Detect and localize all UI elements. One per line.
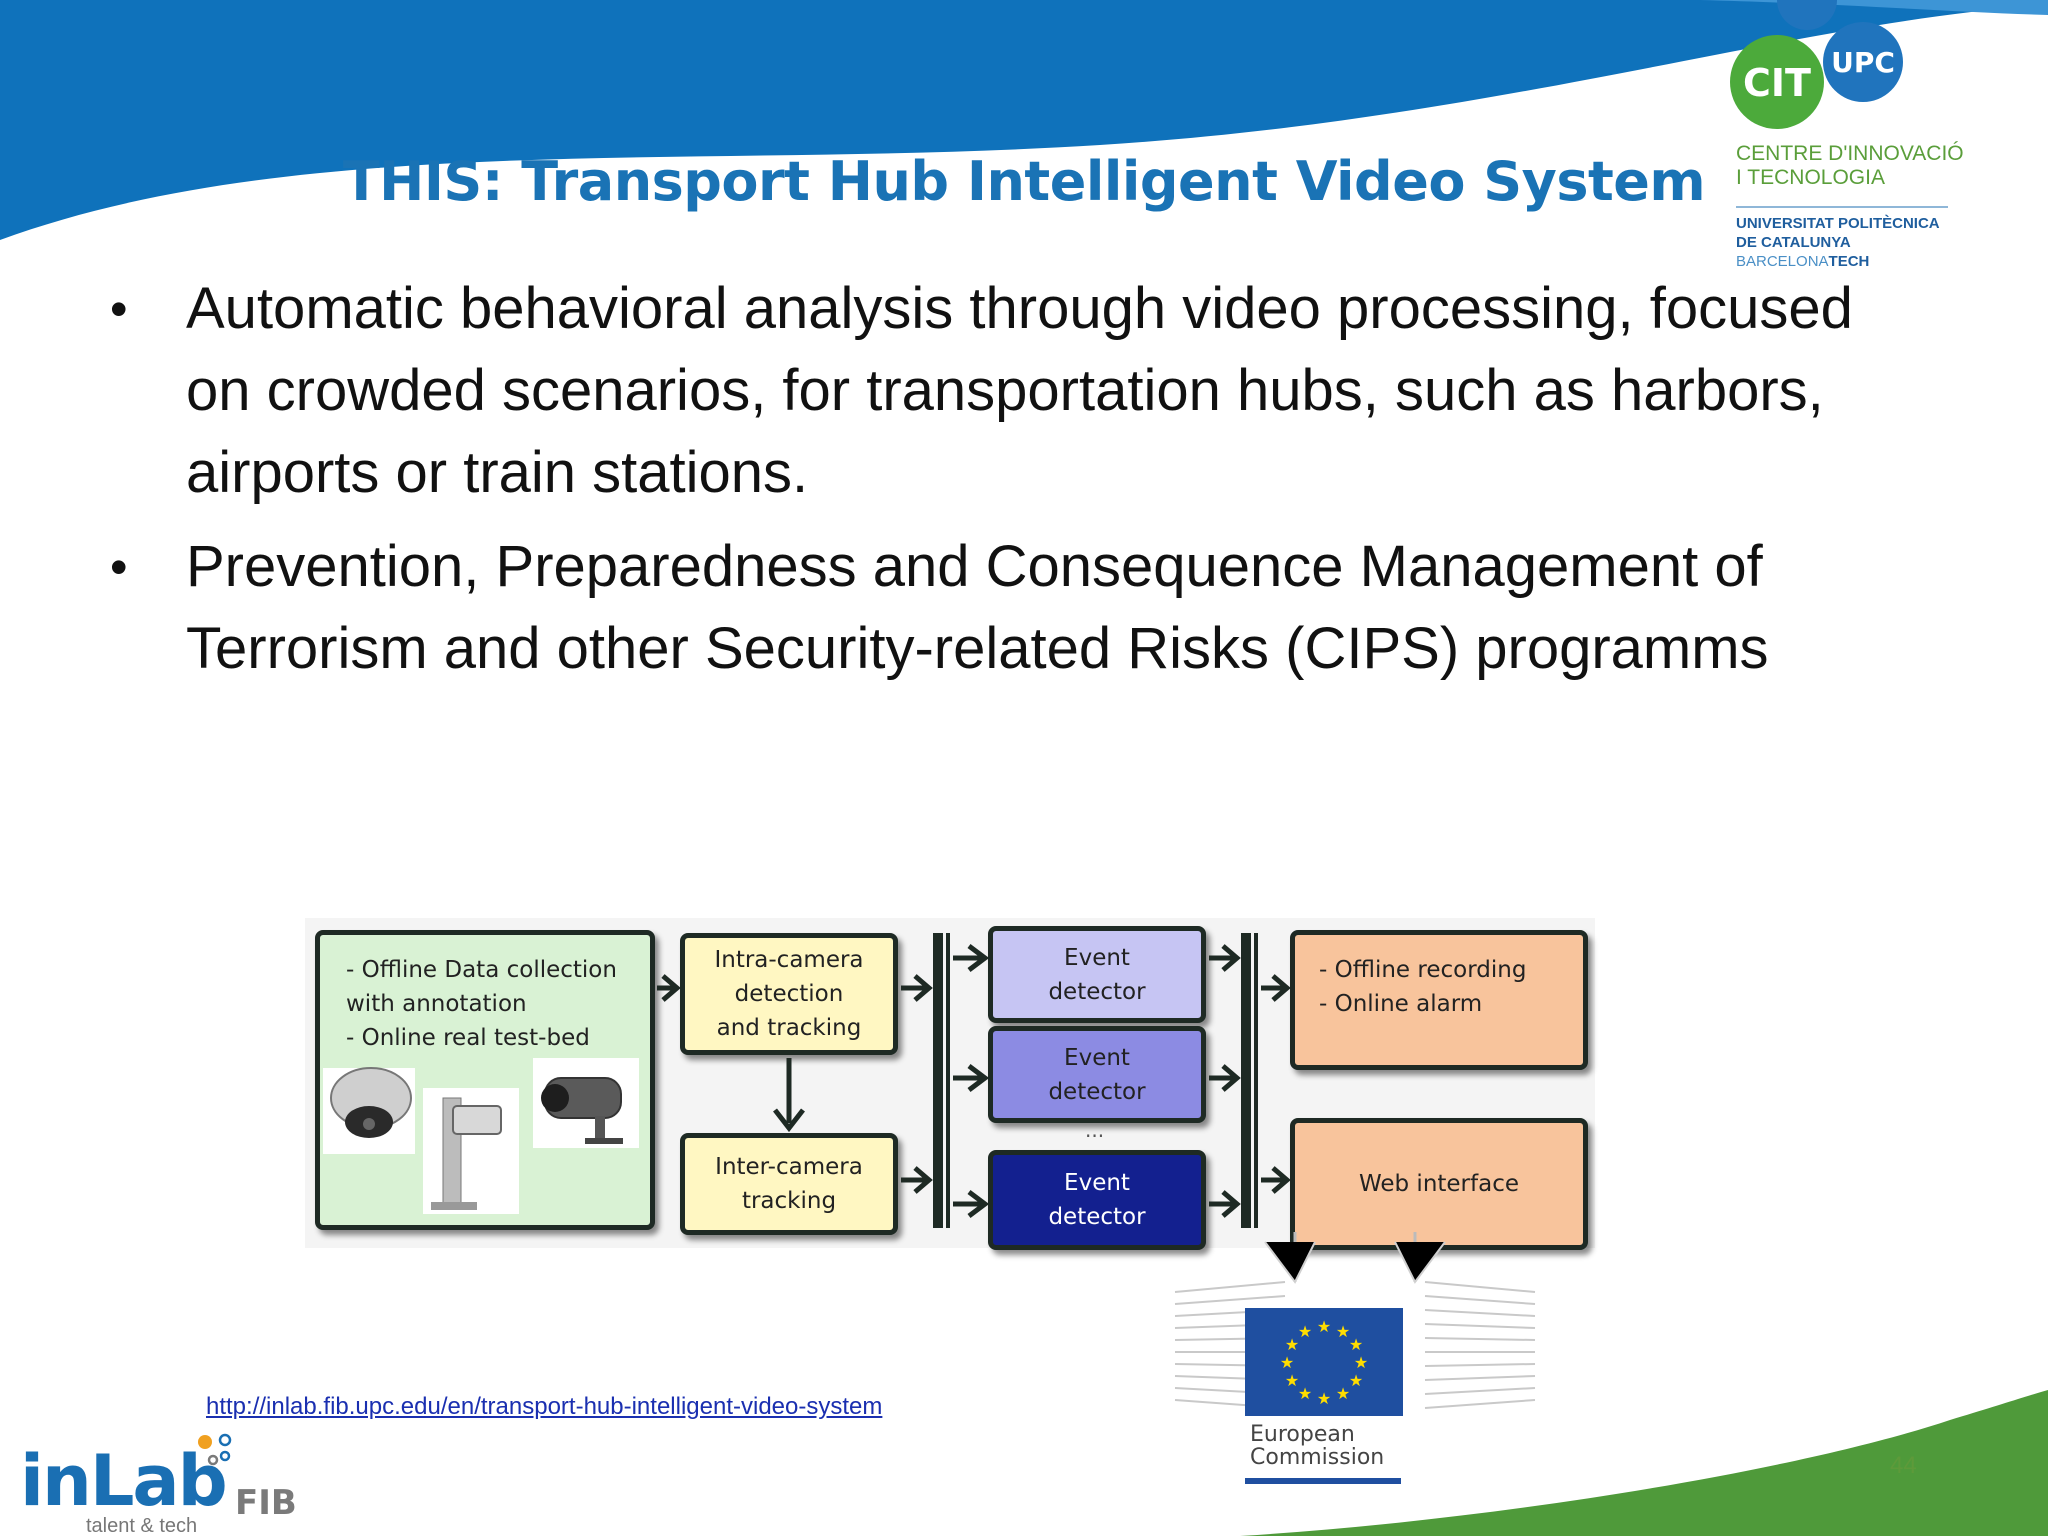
cit-upc-logo: CIT UPC (1730, 0, 1903, 129)
svg-text:★: ★ (1349, 1335, 1363, 1354)
eu-underline (1245, 1478, 1401, 1484)
bullet-item: • Prevention, Preparedness and Consequen… (110, 526, 1870, 690)
web-interface-box: Web interface (1290, 1118, 1588, 1250)
svg-text:★: ★ (1298, 1384, 1312, 1403)
upc-subtitle: UNIVERSITAT POLITÈCNICA DE CATALUNYA BAR… (1736, 215, 1940, 270)
inter-camera-box: Inter-camera tracking (680, 1133, 898, 1235)
slide-title: THIS: Transport Hub Intelligent Video Sy… (342, 150, 1706, 213)
arrow-ed3-to-bar (1209, 1190, 1241, 1218)
cit-subtitle: CENTRE D'INNOVACIÓ I TECNOLOGIA (1736, 142, 1964, 189)
fib-logo-text: FIB (235, 1483, 297, 1523)
arrow-bar-to-ed1 (953, 944, 990, 972)
svg-text:★: ★ (1317, 1317, 1331, 1336)
camera-icons (323, 1058, 639, 1214)
right-splitter-bar (1241, 933, 1251, 1228)
european-commission-logo: ★ ★ ★ ★ ★ ★ ★ ★ ★ ★ ★ ★ (1174, 1232, 1536, 1416)
eu-stars-icon: ★ ★ ★ ★ ★ ★ ★ ★ ★ ★ ★ ★ (1280, 1317, 1368, 1408)
svg-text:★: ★ (1280, 1353, 1294, 1372)
left-splitter-bar-2 (946, 933, 950, 1228)
svg-text:★: ★ (1354, 1353, 1368, 1372)
arrow-bar-to-ed3 (953, 1190, 990, 1218)
eu-flag-icon (1245, 1308, 1403, 1416)
event-detector-1: Event detector (988, 926, 1206, 1023)
inlab-logo: inLab (20, 1440, 228, 1522)
header-wave-light (1700, 0, 2048, 15)
pole-camera-icon (431, 1097, 502, 1210)
arrow-bar-to-output (1261, 974, 1291, 1002)
cit-circle (1730, 35, 1824, 129)
left-splitter-bar (933, 933, 943, 1228)
svg-text:★: ★ (1336, 1322, 1350, 1341)
arrow-bar-to-ed2 (953, 1064, 990, 1092)
svg-text:★: ★ (1285, 1335, 1299, 1354)
arrow-ed1-to-bar (1209, 944, 1241, 972)
arrow-intra-to-inter (773, 1058, 805, 1133)
cit-divider (1736, 206, 1948, 208)
bullet-marker: • (110, 539, 128, 595)
right-splitter-bar-2 (1254, 933, 1258, 1228)
diagram-arrows (657, 944, 1291, 1218)
dome-camera-icon (330, 1067, 412, 1138)
bullet-item: • Automatic behavioral analysis through … (110, 268, 1870, 514)
inlab-tagline: talent & tech (86, 1515, 198, 1537)
cit-text: CIT (1743, 61, 1811, 105)
svg-text:★: ★ (1349, 1371, 1363, 1390)
header-wave (0, 0, 2048, 240)
logo-top-circle (1777, 0, 1837, 30)
svg-text:★: ★ (1317, 1389, 1331, 1408)
upc-circle (1823, 22, 1903, 102)
bullet-marker: • (110, 281, 128, 337)
inlab-dots-icon (198, 1433, 232, 1466)
arrow-bar-to-web (1261, 1166, 1291, 1194)
data-collection-box: - Offline Data collection with annotatio… (315, 930, 655, 1230)
bullet-list: • Automatic behavioral analysis through … (110, 268, 1870, 702)
output-box: - Offline recording - Online alarm (1290, 930, 1588, 1070)
upc-text: UPC (1831, 46, 1895, 79)
system-diagram: - Offline Data collection with annotatio… (305, 918, 1595, 1250)
event-detector-3: Event detector (988, 1150, 1206, 1250)
intra-camera-box: Intra-camera detection and tracking (680, 933, 898, 1055)
project-link[interactable]: http://inlab.fib.upc.edu/en/transport-hu… (206, 1393, 883, 1420)
svg-text:★: ★ (1285, 1371, 1299, 1390)
arrow-intra-to-bar (901, 974, 933, 1002)
arrow-inter-to-bar (901, 1166, 933, 1194)
arrow-collection-to-intra (657, 974, 681, 1002)
ellipsis: ... (1085, 1118, 1105, 1142)
european-commission-label: European Commission (1250, 1422, 1385, 1470)
bullet-camera-icon (541, 1077, 623, 1144)
svg-text:★: ★ (1298, 1322, 1312, 1341)
footer-wave (1240, 1390, 2048, 1536)
svg-text:★: ★ (1336, 1384, 1350, 1403)
event-detector-2: Event detector (988, 1026, 1206, 1123)
arrow-ed2-to-bar (1209, 1064, 1241, 1092)
berlaymont-building-icon (1174, 1232, 1536, 1409)
page-number: 44 (1890, 1452, 1917, 1479)
